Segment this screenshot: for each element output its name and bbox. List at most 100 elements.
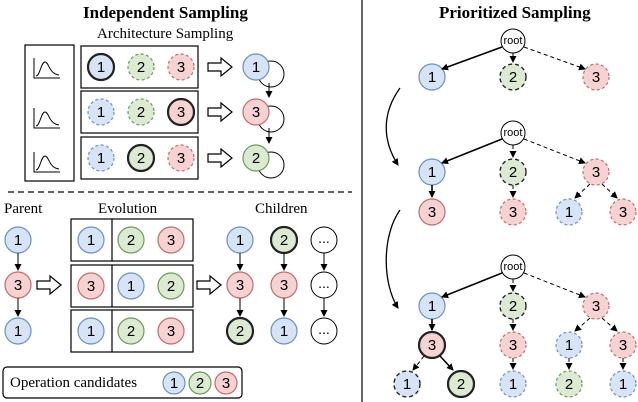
op-node-label: 3 [619, 204, 627, 221]
op-node-label: 3 [280, 277, 288, 294]
op-node-label: 2 [457, 376, 465, 393]
legend-op-3 [214, 371, 238, 395]
op-node-label: 1 [252, 59, 260, 76]
tree2-node-3 [582, 158, 610, 186]
distribution-curve [35, 61, 60, 77]
title-architecture-sampling: Architecture Sampling [97, 26, 234, 42]
evolution-node [157, 317, 185, 345]
op-node-label: 2 [127, 232, 135, 249]
title-independent-sampling: Independent Sampling [83, 3, 248, 22]
op-node-label: 3 [252, 104, 260, 121]
sampled-node [242, 144, 270, 172]
op-node-label: 3 [428, 337, 436, 354]
op-node-label: 3 [509, 337, 517, 354]
label-children: Children [255, 201, 308, 217]
label-parent: Parent [4, 201, 43, 217]
tree1-node-3 [582, 63, 610, 91]
op-node-label: 1 [87, 323, 95, 340]
op-node-label: 3 [177, 150, 185, 167]
tree1-edge [441, 46, 503, 71]
op-node-label: 2 [137, 104, 145, 121]
op-node-label: 3 [87, 278, 95, 295]
op-node-label: 2 [509, 69, 517, 86]
tree2-node-2 [499, 158, 527, 186]
sampling-row-box-3 [80, 136, 199, 180]
sample-node [126, 143, 156, 173]
child-node-mutated [225, 316, 255, 346]
tree3-node-2-3 [499, 331, 527, 359]
op-node-label: 3 [14, 277, 22, 294]
tree3-leaf-1 [393, 370, 421, 398]
evolution-output-arrow [196, 274, 222, 296]
sampling-row-box-1 [80, 45, 199, 89]
evolution-box-1 [70, 218, 194, 262]
title-prioritized-sampling: Prioritized Sampling [439, 3, 591, 22]
evolution-node [77, 226, 105, 254]
op-node-label: 1 [14, 232, 22, 249]
op-node-label: 1 [509, 376, 517, 393]
op-node-label: 1 [428, 164, 436, 181]
tree3-node-1-3 [417, 330, 447, 360]
tree2-edge [523, 138, 586, 165]
op-node-label: 1 [619, 376, 627, 393]
evolution-box-3 [70, 309, 194, 353]
sample-node [127, 98, 155, 126]
tree3-edge [574, 317, 591, 332]
tree2-edge [574, 183, 591, 199]
op-node-label: 1 [97, 150, 105, 167]
op-node-label: 1 [565, 204, 573, 221]
sample-node [167, 53, 195, 81]
op-node-label: 3 [222, 375, 230, 392]
op-node-label: 1 [280, 323, 288, 340]
tree1-edge [523, 46, 586, 71]
sample-node [87, 98, 115, 126]
root-label: root [504, 35, 523, 47]
tree3-edge [441, 272, 503, 299]
op-node-label: 3 [236, 277, 244, 294]
distribution-curve [35, 155, 60, 171]
op-node-label: 2 [565, 376, 573, 393]
op-node-label: 3 [592, 298, 600, 315]
op-node-label: 3 [167, 323, 175, 340]
tree3-edge [412, 355, 425, 371]
op-node-label: 3 [167, 232, 175, 249]
op-node-label: 2 [252, 150, 260, 167]
op-node-label: 3 [177, 104, 185, 121]
evolution-node [157, 226, 185, 254]
evolution-box-2 [70, 264, 194, 308]
distribution-icon-2 [33, 108, 60, 129]
root-label: root [504, 127, 523, 139]
tree2-node-1-3 [418, 198, 446, 226]
op-node-label: 3 [592, 164, 600, 181]
op-node-label: 1 [403, 376, 411, 393]
legend-op-2 [188, 371, 212, 395]
tree2-node-3-1 [555, 198, 583, 226]
op-node-label: 3 [177, 59, 185, 76]
tree2-edge [441, 138, 503, 165]
op-node-label: 3 [619, 337, 627, 354]
op-node-label: 1 [565, 337, 573, 354]
op-node-label: 2 [509, 298, 517, 315]
ellipsis-label: ... [318, 275, 330, 291]
evolution-input-arrow [36, 274, 62, 296]
op-node-label: 2 [167, 278, 175, 295]
evolution-node [117, 226, 145, 254]
parent-node-1b [4, 317, 32, 345]
evolution-node [77, 272, 105, 300]
sample-node [166, 97, 196, 127]
legend-op-1 [162, 371, 186, 395]
distribution-icon-3 [33, 152, 60, 173]
step-arrow-2 [385, 209, 401, 309]
op-node-label: 2 [137, 150, 145, 167]
tree3-node-3-3 [609, 331, 637, 359]
op-node-label: 1 [97, 104, 105, 121]
evolution-node [117, 317, 145, 345]
evolution-node [117, 272, 145, 300]
op-node-label: 1 [236, 232, 244, 249]
tree3-edge [601, 317, 618, 332]
tree3-leaf-3 [499, 370, 527, 398]
tree3-leaf-4 [555, 370, 583, 398]
child-node [270, 317, 298, 345]
op-node-label: 1 [428, 298, 436, 315]
tree1-node-1 [418, 63, 446, 91]
